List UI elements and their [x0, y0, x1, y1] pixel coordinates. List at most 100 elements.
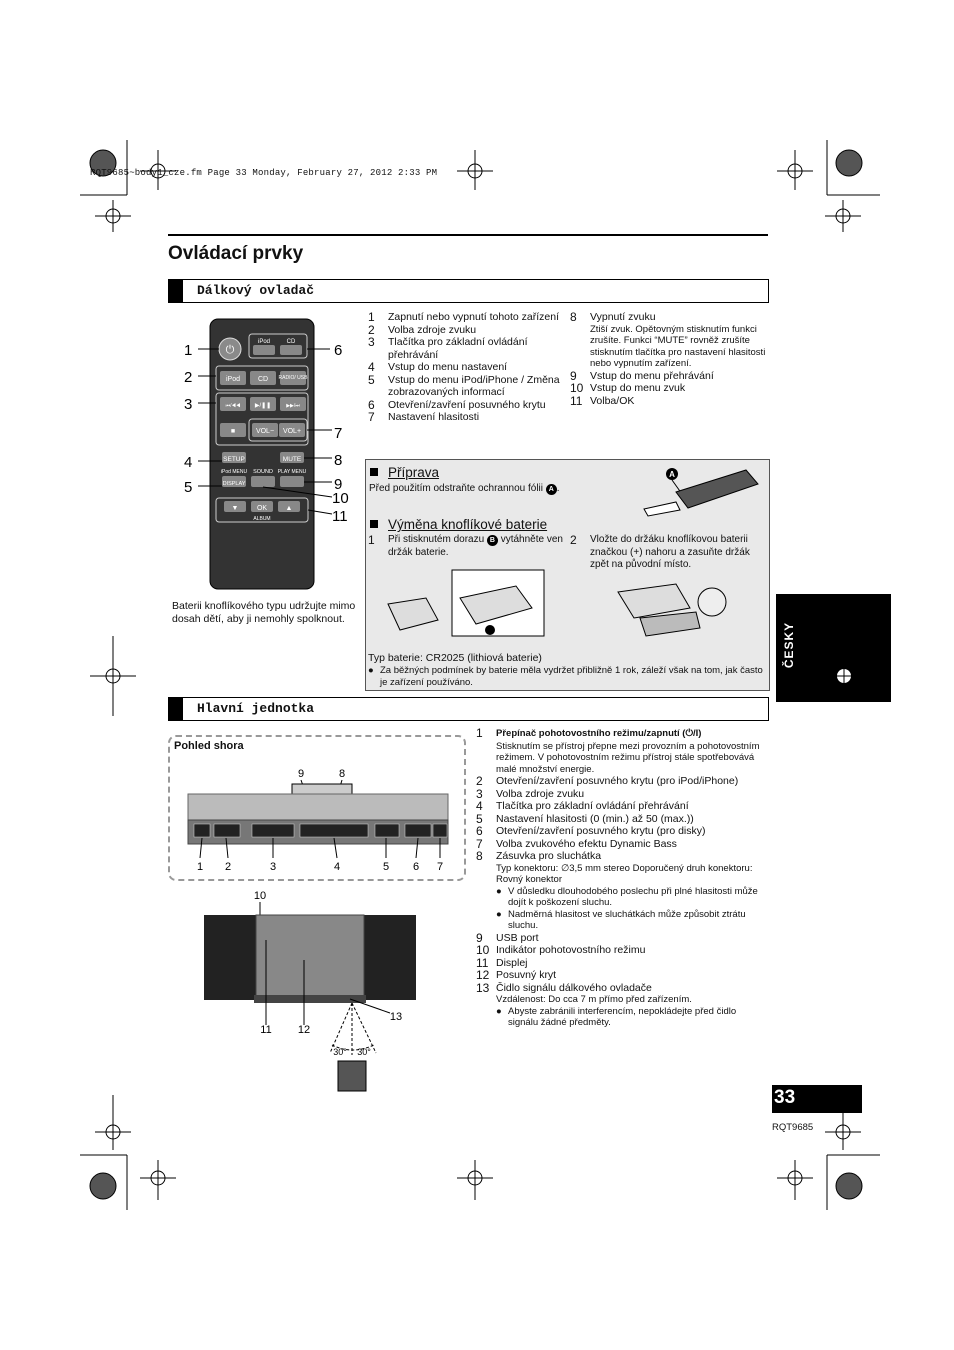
callout-front-11: 11	[260, 1024, 271, 1036]
callout-1: 1	[184, 342, 192, 359]
battery-heading: Výměna knoflíkové baterie	[370, 516, 547, 534]
callout-unit-6: 6	[413, 861, 419, 873]
callout-unit-3: 3	[270, 861, 276, 873]
play-menu-label: PLAY MENU	[278, 469, 307, 475]
callout-front-10: 10	[254, 890, 266, 902]
remote-illustration: ⏻ iPod CD iPod CD RADIO/ USB ⏮/◀◀ ▶/❚❚ ▶…	[184, 318, 349, 590]
callout-2: 2	[184, 369, 192, 386]
section-main-unit: Hlavní jednotka	[168, 697, 769, 721]
callout-unit-7: 7	[437, 861, 443, 873]
stop-label: ■	[231, 428, 235, 435]
next-label: ▶▶/⏭	[286, 403, 300, 409]
top-view-panel	[168, 735, 466, 881]
page-number-box: 33	[772, 1085, 862, 1113]
angle-left: 30°	[333, 1047, 347, 1057]
callout-top-9: 9	[298, 768, 304, 780]
callout-unit-4: 4	[334, 861, 340, 873]
callout-unit-5: 5	[383, 861, 389, 873]
radio-usb-label: RADIO/ USB	[279, 375, 309, 381]
battery-replacement-illustration	[387, 569, 727, 637]
angle-right: 30°	[357, 1047, 371, 1057]
battery-note: ●Za běžných podmínek by baterie měla vyd…	[368, 665, 763, 688]
language-tab-label: ČESKY	[782, 621, 797, 669]
ipod-menu-label: iPod MENU	[221, 469, 248, 475]
callout-10: 10	[332, 490, 349, 507]
callout-6: 6	[334, 342, 342, 359]
display-label: DISPLAY	[223, 481, 246, 487]
file-header: RQT9685~body1_cze.fm Page 33 Monday, Feb…	[90, 168, 438, 178]
sound-label: SOUND	[253, 469, 273, 475]
up-label: ▲	[286, 505, 293, 512]
callout-7: 7	[334, 425, 342, 442]
callout-3: 3	[184, 396, 192, 413]
callout-11: 11	[332, 508, 348, 525]
callout-4: 4	[184, 454, 192, 471]
mute-label: MUTE	[283, 456, 302, 463]
ok-label: OK	[257, 505, 267, 512]
preparation-box: Příprava Před použitím odstraňte ochrann…	[365, 459, 770, 691]
title-rule	[168, 234, 768, 236]
main-unit-front-view: 10 11 12 13 30° 30°	[204, 890, 416, 1092]
section-remote: Dálkový ovladač	[168, 279, 769, 303]
svg-text:A: A	[669, 470, 675, 479]
page-title: Ovládací prvky	[168, 243, 304, 264]
section-main-unit-label: Hlavní jednotka	[197, 701, 315, 716]
callout-front-13: 13	[390, 1011, 402, 1023]
cd-button-label: CD	[258, 376, 268, 383]
callout-unit-2: 2	[225, 861, 231, 873]
callout-unit-1: 1	[197, 861, 203, 873]
preparation-text: Před použitím odstraňte ochrannou fólii …	[369, 483, 560, 495]
svg-text:⏻: ⏻	[226, 344, 235, 356]
battery-type: Typ baterie: CR2025 (lithiová baterie)	[368, 652, 542, 664]
ipod-button-label: iPod	[226, 376, 240, 383]
prev-label: ⏮/◀◀	[226, 403, 241, 409]
main-unit-top-view: 9 8 1 2 3 4 5 6 7	[187, 768, 449, 873]
section-remote-label: Dálkový ovladač	[197, 283, 315, 298]
callout-top-8: 8	[339, 768, 345, 780]
callout-5: 5	[184, 479, 192, 496]
callout-8: 8	[334, 452, 342, 469]
cd-eject-label: CD	[287, 339, 296, 345]
play-label: ▶/❚❚	[255, 402, 271, 409]
callout-front-12: 12	[298, 1024, 310, 1036]
doc-code: RQT9685	[772, 1122, 814, 1133]
album-label: ALBUM	[253, 516, 270, 522]
vol-plus-label: VOL+	[283, 428, 301, 435]
callout-9: 9	[334, 476, 342, 493]
preparation-heading: Příprava	[370, 464, 439, 482]
down-label: ▼	[232, 505, 239, 512]
battery-warning: Baterii knoflíkového typu udržujte mimo …	[172, 600, 356, 625]
page-number: 33	[774, 1087, 796, 1108]
vol-minus-label: VOL−	[256, 428, 274, 435]
top-view-label: Pohled shora	[174, 740, 244, 752]
